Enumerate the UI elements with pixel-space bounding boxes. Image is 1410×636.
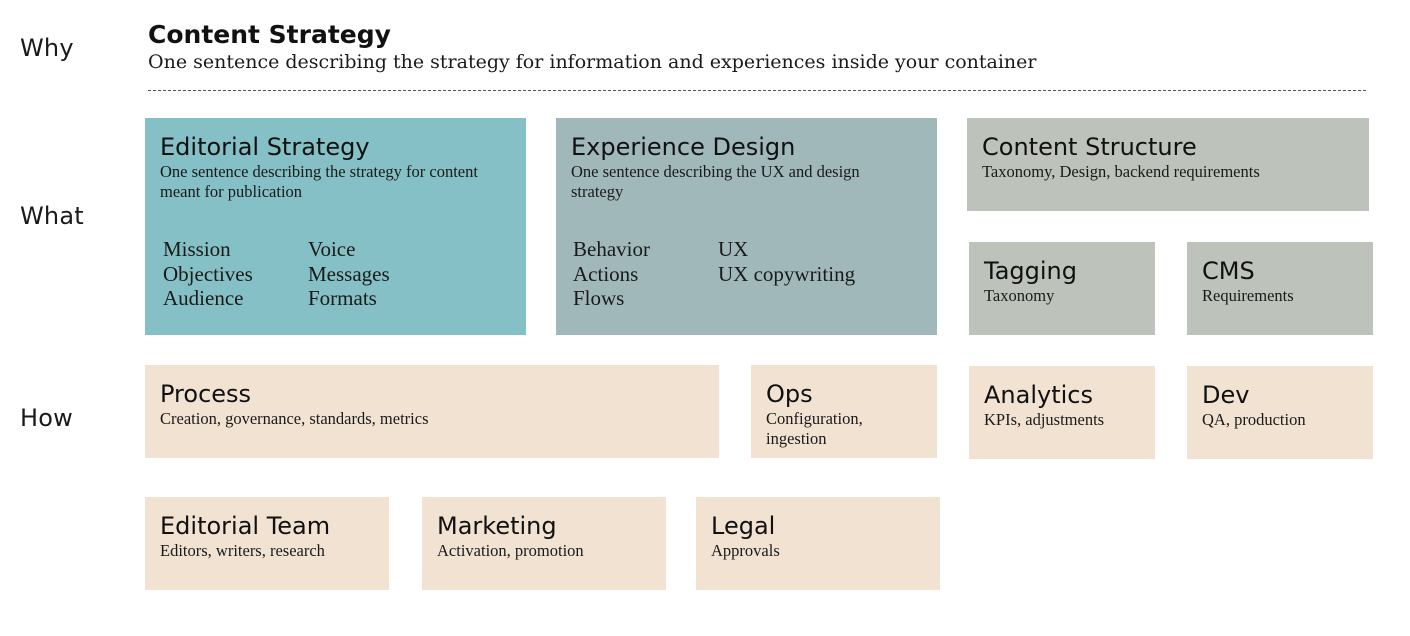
list-item: Audience [163, 286, 244, 310]
row-label-how: How [20, 404, 73, 432]
editorial-team-box: Editorial Team Editors, writers, researc… [145, 497, 389, 590]
list-item: Voice [308, 237, 356, 261]
cms-desc: Requirements [1202, 286, 1294, 305]
editorial-team-title: Editorial Team [160, 512, 331, 540]
list-item: UX [718, 237, 749, 261]
legal-title: Legal [711, 512, 776, 540]
list-item: Mission [163, 237, 231, 261]
tagging-desc: Taxonomy [984, 286, 1055, 305]
tagging-box: Tagging Taxonomy [969, 242, 1155, 335]
ops-box: Ops Configuration, ingestion [751, 365, 937, 458]
ops-title: Ops [766, 380, 813, 408]
editorial-strategy-title: Editorial Strategy [160, 133, 370, 161]
tagging-title: Tagging [984, 257, 1077, 285]
list-item: Messages [308, 261, 390, 286]
ops-desc: Configuration, ingestion [766, 409, 863, 448]
experience-design-box: Experience Design One sentence describin… [556, 118, 937, 335]
row-label-why: Why [20, 34, 74, 62]
content-structure-desc: Taxonomy, Design, backend requirements [982, 162, 1260, 181]
dev-desc: QA, production [1202, 410, 1306, 429]
dev-title: Dev [1202, 381, 1250, 409]
diagram-title: Content Strategy [148, 20, 391, 49]
cms-title: CMS [1202, 257, 1255, 285]
experience-design-desc: One sentence describing the UX and desig… [571, 162, 860, 201]
marketing-title: Marketing [437, 512, 557, 540]
cms-box: CMS Requirements [1187, 242, 1373, 335]
editorial-strategy-box: Editorial Strategy One sentence describi… [145, 118, 526, 335]
list-item: Behavior [573, 237, 650, 261]
list-item: Flows [573, 286, 625, 310]
editorial-strategy-list-left: Mission Objectives Audience [163, 237, 253, 311]
marketing-box: Marketing Activation, promotion [422, 497, 666, 590]
content-structure-title: Content Structure [982, 133, 1197, 161]
legal-box: Legal Approvals [696, 497, 940, 590]
experience-design-title: Experience Design [571, 133, 796, 161]
list-item: Actions [573, 261, 639, 286]
list-item: UX copywriting [718, 261, 856, 286]
editorial-strategy-desc: One sentence describing the strategy for… [160, 162, 478, 201]
process-box: Process Creation, governance, standards,… [145, 365, 719, 458]
diagram-subtitle: One sentence describing the strategy for… [148, 51, 1037, 73]
row-label-what: What [20, 202, 84, 230]
dev-box: Dev QA, production [1187, 366, 1373, 459]
dashed-divider [148, 90, 1366, 91]
list-item: Objectives [163, 261, 253, 286]
analytics-box: Analytics KPIs, adjustments [969, 366, 1155, 459]
process-title: Process [160, 380, 252, 408]
experience-design-list-right: UX UX copywriting [718, 237, 855, 286]
editorial-team-desc: Editors, writers, research [160, 541, 325, 560]
process-desc: Creation, governance, standards, metrics [160, 409, 429, 428]
analytics-desc: KPIs, adjustments [984, 410, 1105, 429]
marketing-desc: Activation, promotion [437, 541, 584, 560]
content-structure-box: Content Structure Taxonomy, Design, back… [967, 118, 1369, 211]
legal-desc: Approvals [711, 541, 780, 560]
editorial-strategy-list-right: Voice Messages Formats [308, 237, 390, 311]
analytics-title: Analytics [984, 381, 1093, 409]
list-item: Formats [308, 286, 377, 310]
experience-design-list-left: Behavior Actions Flows [573, 237, 650, 311]
